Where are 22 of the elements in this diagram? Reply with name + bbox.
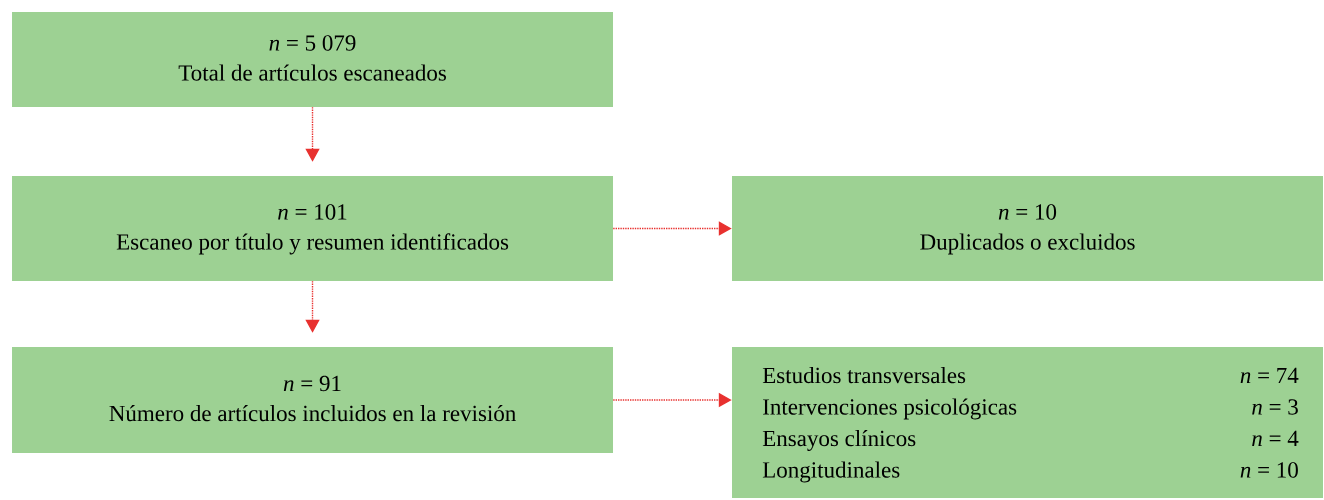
count-label: n = 74 (1240, 367, 1299, 383)
box-text: Total de artículos escaneados (178, 64, 446, 81)
box-text: Número de artículos incluidos en la revisión (109, 405, 516, 422)
arrow (612, 221, 732, 236)
process-box (732, 176, 1323, 281)
category-label: Longitudinales (762, 461, 900, 483)
box-text: n = 10 (998, 204, 1057, 220)
box-text: n = 91 (283, 375, 341, 392)
count-label: n = 4 (1252, 430, 1299, 446)
box-text: Escaneo por título y resumen identificados (116, 233, 509, 255)
category-label: Estudios transversales (762, 367, 966, 384)
category-label: Ensayos clínicos (762, 430, 916, 451)
box-text: n = 101 (278, 204, 347, 220)
box-text: n = 5 079 (269, 35, 356, 51)
count-label: n = 3 (1252, 399, 1298, 415)
process-box (12, 176, 613, 281)
category-label: Intervenciones psicológicas (763, 398, 1017, 420)
process-box (12, 12, 613, 107)
box-text: Duplicados o excluidos (920, 233, 1135, 255)
process-box (12, 347, 613, 453)
process-box (732, 347, 1323, 498)
count-label: n = 10 (1240, 462, 1298, 478)
